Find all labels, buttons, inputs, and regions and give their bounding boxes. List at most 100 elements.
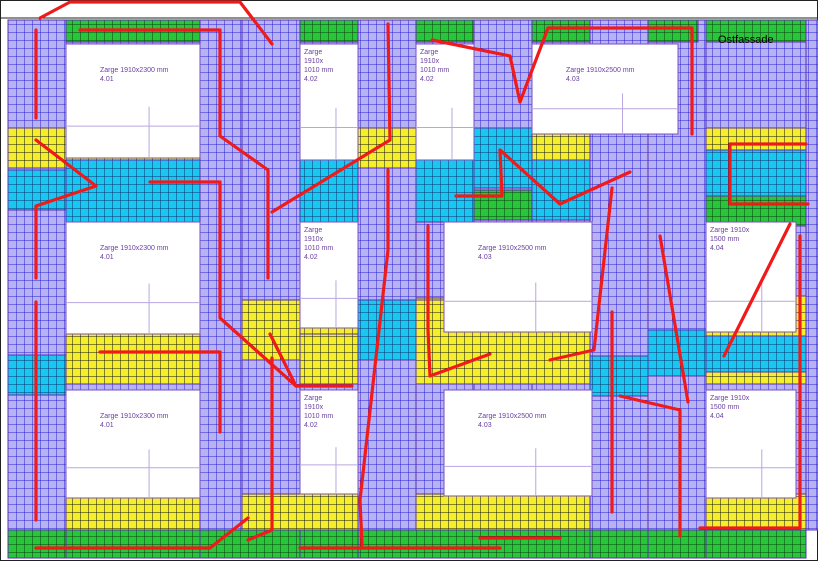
opening-label-line: Zarge 1910x2300 mm — [100, 413, 169, 420]
opening-label-line: Zarge 1910x2500 mm — [478, 413, 547, 420]
opening-label-line: Zarge 1910x — [710, 227, 750, 234]
red-path — [268, 332, 354, 388]
red-routing-paths — [34, 0, 810, 550]
opening-label-line: 4.04 — [710, 245, 724, 252]
red-path — [246, 356, 274, 542]
opening-label: Zarge 1910x 1010 mm 4.02 — [304, 227, 333, 261]
opening-label-line: Zarge — [420, 49, 438, 56]
red-path — [38, 0, 274, 46]
cyan-panel — [357, 299, 417, 361]
opening-label: Zarge 1910x 1500 mm 4.04 — [710, 395, 750, 420]
window-opening — [531, 43, 679, 135]
red-path — [426, 224, 492, 378]
opening-label-line: 1010 mm — [420, 67, 449, 74]
opening-label-line: Zarge 1910x2300 mm — [100, 67, 169, 74]
green-panel — [705, 529, 807, 559]
opening-label-line: Zarge 1910x2300 mm — [100, 245, 169, 252]
green-panel — [65, 529, 201, 559]
opening-label-line: Zarge 1910x — [710, 395, 750, 402]
opening-label-line: 4.04 — [710, 413, 724, 420]
opening-label-line: Zarge — [304, 227, 322, 234]
opening-label-line: 4.02 — [304, 76, 318, 83]
window-opening — [65, 389, 201, 499]
opening-label: Zarge 1910x2500 mm 4.03 — [478, 413, 547, 429]
opening-label-line: Zarge 1910x2500 mm — [478, 245, 547, 252]
cyan-panel — [7, 169, 67, 211]
window-opening — [65, 43, 201, 159]
pier-column — [805, 19, 818, 531]
red-path — [658, 234, 690, 404]
opening-label-line: 4.03 — [566, 76, 580, 83]
red-path — [728, 142, 810, 206]
red-path — [358, 168, 390, 547]
opening-label-line: 4.02 — [304, 254, 318, 261]
red-path — [454, 148, 632, 206]
cyan-panel — [589, 355, 649, 397]
opening-label-line: 1010 mm — [304, 245, 333, 252]
opening-label-line: 1500 mm — [710, 404, 739, 411]
red-path — [618, 394, 682, 538]
window-opening — [443, 389, 593, 497]
opening-label-line: 4.02 — [304, 422, 318, 429]
opening-label: Zarge 1910x2500 mm 4.03 — [566, 67, 635, 83]
opening-label-line: 4.03 — [478, 422, 492, 429]
opening-label: Zarge 1910x2300 mm 4.01 — [100, 67, 169, 83]
opening-label-line: 4.02 — [420, 76, 434, 83]
green-panel — [647, 19, 699, 43]
opening-label-line: 1910x — [420, 58, 440, 65]
opening-label-line: 4.01 — [100, 76, 114, 83]
red-path — [698, 234, 802, 530]
green-panel — [531, 19, 591, 43]
opening-label-line: 4.01 — [100, 254, 114, 261]
opening-label: Zarge 1910x 1010 mm 4.02 — [304, 395, 333, 429]
cyan-panel — [705, 329, 807, 373]
green-panel — [299, 529, 359, 559]
cyan-panel — [415, 159, 475, 223]
yellow-panel — [705, 493, 807, 531]
opening-label-line: 1910x — [304, 236, 324, 243]
opening-label: Zarge 1910x 1010 mm 4.02 — [420, 49, 449, 83]
yellow-panel — [241, 493, 359, 531]
window-opening — [299, 389, 359, 495]
opening-label-line: 1010 mm — [304, 413, 333, 420]
green-panel — [705, 195, 807, 227]
opening-label-line: 4.01 — [100, 422, 114, 429]
red-path — [98, 350, 222, 434]
red-path — [148, 180, 298, 388]
red-path — [722, 222, 792, 358]
opening-label-line: 1910x — [304, 404, 324, 411]
yellow-panel — [415, 493, 591, 531]
opening-label: Zarge 1910x2300 mm 4.01 — [100, 245, 169, 261]
window-opening — [299, 43, 359, 161]
yellow-panel — [357, 127, 417, 169]
red-path — [34, 138, 98, 280]
opening-label: Zarge 1910x 1500 mm 4.04 — [710, 227, 750, 252]
opening-label-line: 1500 mm — [710, 236, 739, 243]
window-opening — [443, 221, 593, 333]
window-opening — [299, 221, 359, 329]
red-path — [270, 22, 392, 214]
opening-label-line: Zarge — [304, 395, 322, 402]
green-panel — [589, 529, 649, 559]
red-path — [34, 516, 250, 550]
yellow-panel — [65, 333, 201, 385]
red-path — [430, 26, 694, 136]
drawing-title: Ostfassade — [718, 34, 774, 46]
opening-label-line: Zarge — [304, 49, 322, 56]
green-panel — [415, 19, 475, 43]
yellow-panel — [7, 127, 67, 169]
red-path — [78, 28, 270, 280]
opening-label-line: 1910x — [304, 58, 324, 65]
cyan-panel — [473, 127, 533, 189]
opening-label-line: Zarge 1910x2500 mm — [566, 67, 635, 74]
red-path — [548, 186, 614, 362]
yellow-panel — [241, 299, 301, 361]
cyan-panel — [299, 159, 359, 223]
opening-label: Zarge 1910x2500 mm 4.03 — [478, 245, 547, 261]
window-opening — [705, 389, 797, 499]
opening-label: Zarge 1910x2300 mm 4.01 — [100, 413, 169, 429]
opening-label-line: 4.03 — [478, 254, 492, 261]
